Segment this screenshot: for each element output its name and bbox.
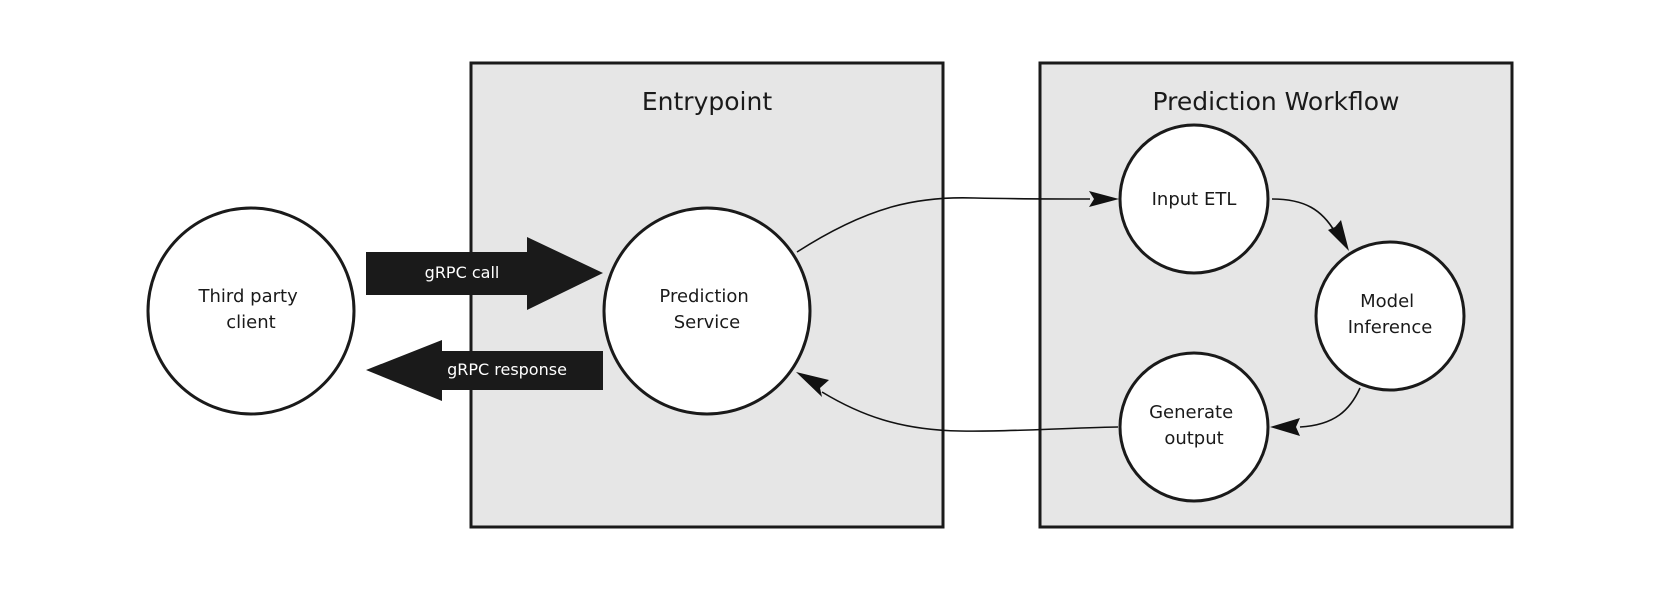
model-inference-circle [1314,240,1466,392]
connector-service-to-input-etl [796,196,1091,253]
grpc-response-arrow: gRPC response [366,340,603,401]
grpc-call-label: gRPC call [425,263,500,282]
arrowhead-to-input-etl [1089,191,1119,207]
arrowhead-to-model-inference [1328,220,1349,251]
model-inference-node: Model Inference [1314,240,1466,392]
generate-output-label-line2: output [1164,428,1223,449]
generate-output-label-line1: Generate [1149,402,1233,423]
model-inference-label: Model Inference [1348,291,1433,338]
model-inference-label-line1: Model [1360,291,1414,312]
model-inference-label-line2: Inference [1348,317,1433,338]
arrowhead-to-prediction-service [796,372,829,397]
generate-output-node: Generate output [1118,351,1270,503]
generate-output-circle [1118,351,1270,503]
third-party-client-node: Third party client [146,206,356,416]
grpc-call-arrow-shape [366,237,603,310]
third-party-client-label: Third party client [198,286,304,333]
generate-output-label: Generate output [1149,402,1239,449]
connector-generate-output-to-service [821,391,1119,432]
prediction-service-label-line2: Service [674,312,741,333]
third-party-client-label-line1: Third party [198,286,299,307]
prediction-service-node: Prediction Service [602,206,812,416]
prediction-service-label: Prediction Service [659,286,754,333]
third-party-client-circle [146,206,356,416]
connector-input-etl-to-model-inference [1271,198,1336,233]
grpc-response-arrow-shape [366,340,603,401]
input-etl-circle [1118,123,1270,275]
third-party-client-label-line2: client [226,312,275,333]
grpc-call-arrow: gRPC call [366,237,603,310]
prediction-service-circle [602,206,812,416]
grpc-response-label: gRPC response [447,360,567,379]
prediction-service-label-line1: Prediction [659,286,748,307]
entrypoint-title: Entrypoint [642,87,772,116]
input-etl-node: Input ETL [1118,123,1270,275]
arrowhead-to-generate-output [1270,418,1300,436]
connector-model-inference-to-generate-output [1299,387,1361,428]
prediction-workflow-title: Prediction Workflow [1153,87,1400,116]
input-etl-label: Input ETL [1152,189,1237,210]
